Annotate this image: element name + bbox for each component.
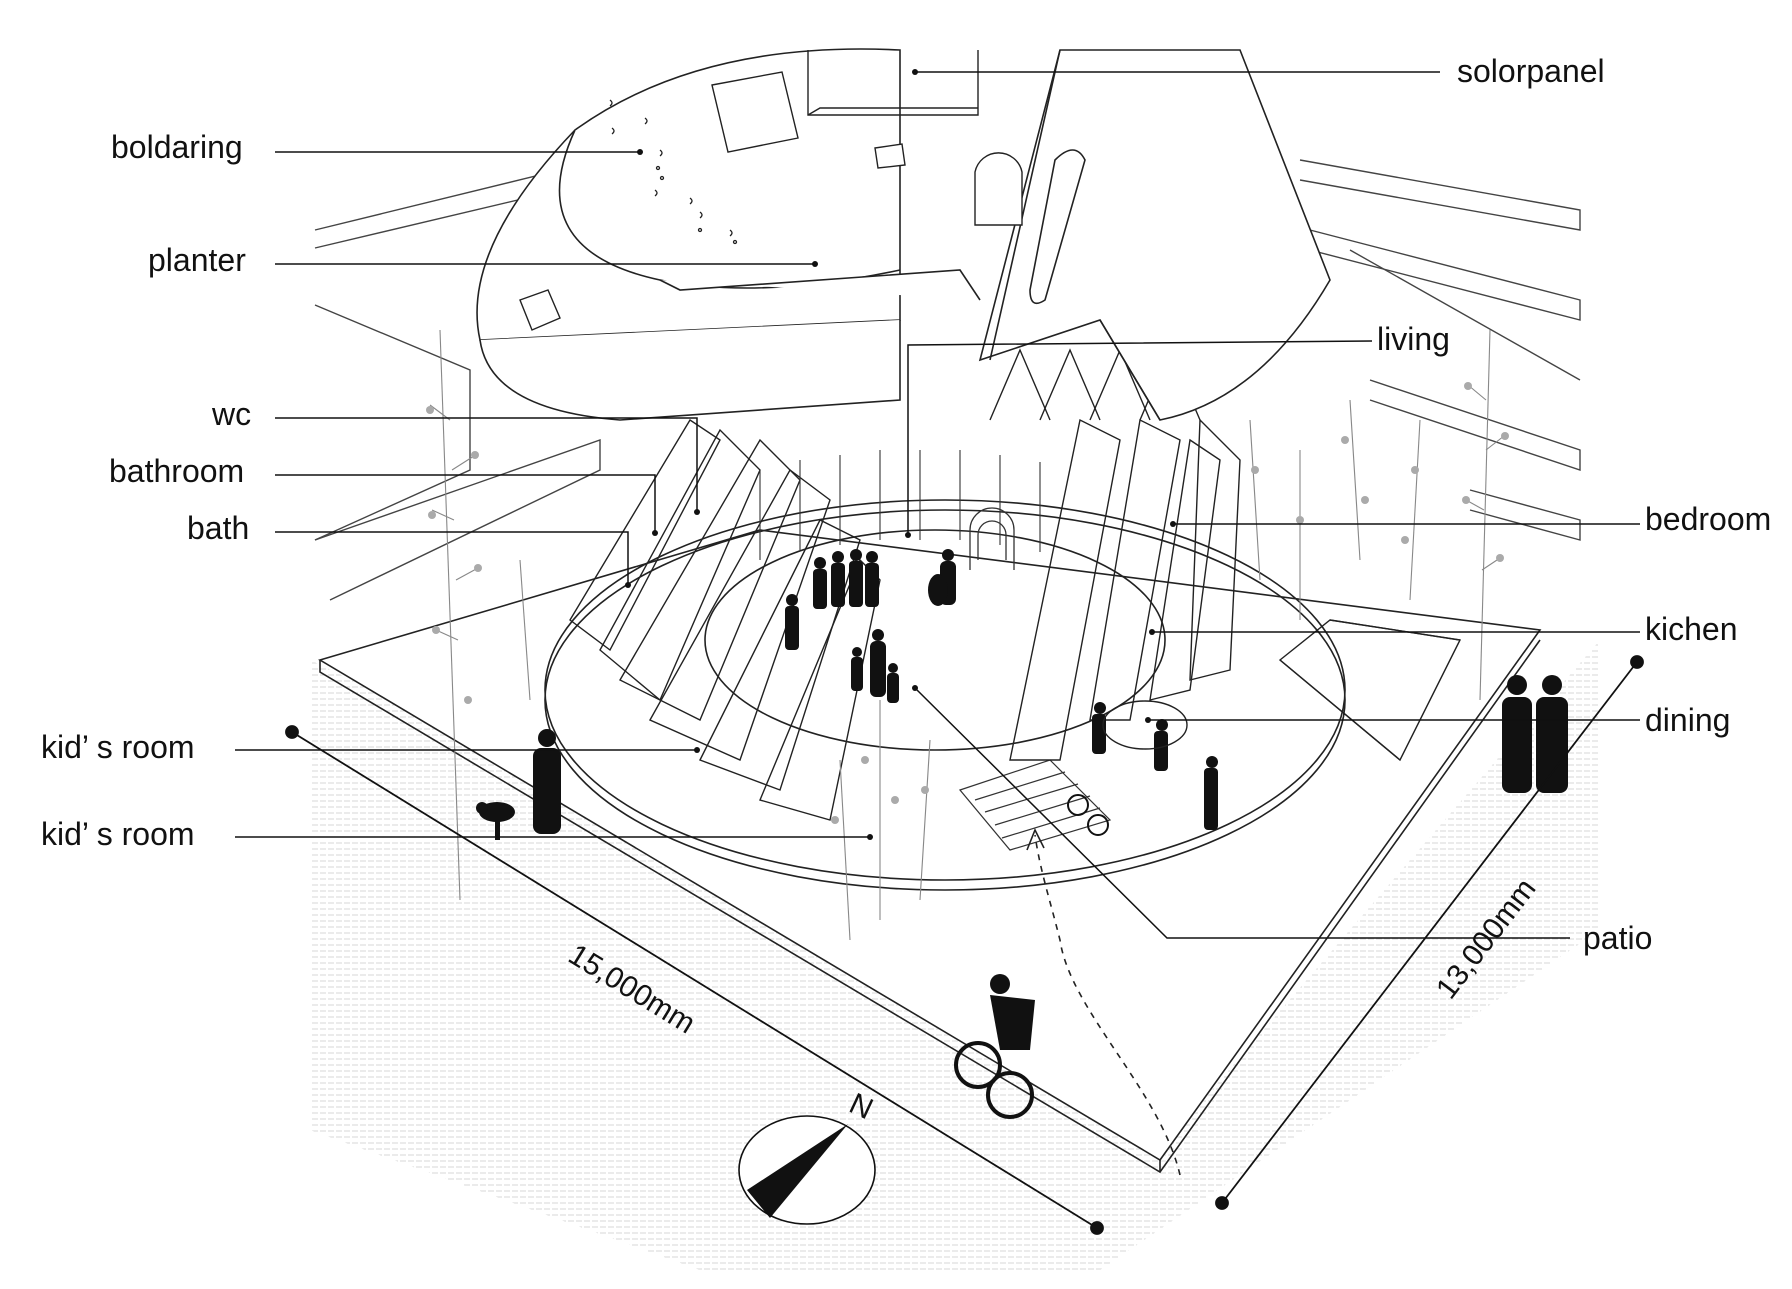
label-boldaring: boldaring	[111, 129, 243, 165]
bicycles	[954, 794, 1109, 1119]
entry-arrow	[1026, 828, 1045, 851]
central-cone	[978, 49, 1331, 421]
label-kichen: kichen	[1645, 611, 1738, 647]
label-bath: bath	[187, 510, 250, 546]
people-silhouettes	[476, 549, 1568, 1050]
ground-hatching	[310, 640, 1600, 1270]
tree-leaves	[426, 382, 1509, 824]
annex-block	[1278, 619, 1462, 762]
ring-mullions	[759, 450, 1041, 560]
trees	[429, 329, 1505, 941]
label-bedroom: bedroom	[1645, 501, 1772, 537]
label-kids-room-2: kid’ s room	[41, 816, 195, 852]
compass	[738, 1115, 876, 1225]
label-patio: patio	[1583, 920, 1653, 956]
dining-table	[1102, 700, 1188, 750]
label-kids-room-1: kid’ s room	[41, 729, 195, 765]
wall-frames	[569, 348, 1241, 821]
site-base	[318, 529, 1542, 1174]
leader-dots	[625, 69, 1176, 840]
label-living: living	[1377, 321, 1450, 357]
label-dining: dining	[1645, 702, 1731, 738]
arched-doors	[969, 507, 1015, 570]
leader-lines	[235, 71, 1640, 939]
label-bathroom: bathroom	[109, 453, 245, 489]
label-planter: planter	[148, 242, 246, 278]
label-solorpanel: solorpanel	[1457, 53, 1605, 89]
roof-windows	[519, 50, 1023, 331]
bouldering-holds	[609, 99, 738, 245]
floor-ring	[544, 499, 1346, 891]
dimension-lines	[285, 655, 1644, 1235]
label-wc: wc	[212, 396, 252, 432]
